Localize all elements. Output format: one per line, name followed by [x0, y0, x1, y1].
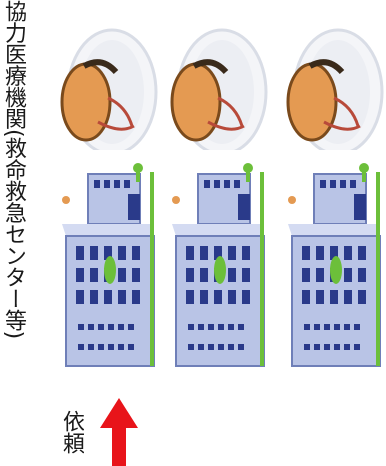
facility-column-3 — [276, 0, 386, 400]
arrow-up-icon — [100, 398, 138, 466]
hospital-building-icon — [288, 163, 381, 367]
facility-column-2 — [160, 0, 270, 400]
hospital-building-icon — [172, 163, 265, 367]
hospital-building-icon — [62, 163, 155, 367]
request-label: 依頼 — [59, 410, 84, 454]
ear-organ-icon — [286, 28, 384, 150]
page-title-vertical: 協力医療機関(救命救急センター等) — [1, 0, 26, 339]
ear-organ-icon — [60, 28, 158, 150]
facility-column-1 — [50, 0, 160, 400]
ear-organ-icon — [170, 28, 268, 150]
